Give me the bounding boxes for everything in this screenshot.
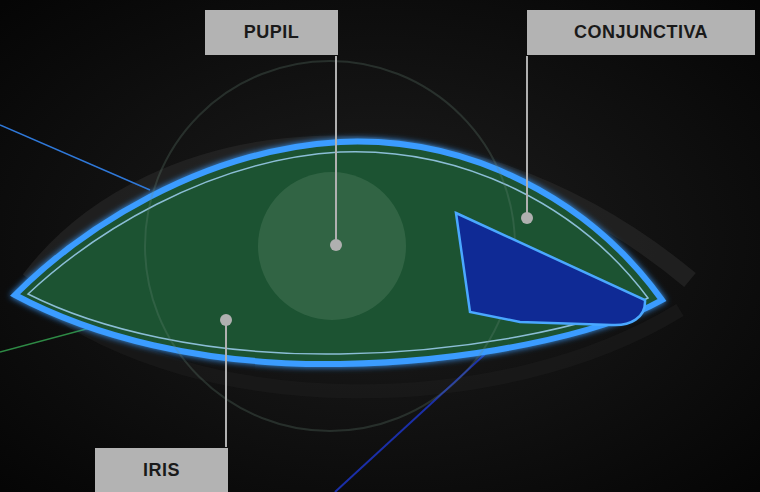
leader-line <box>526 56 528 213</box>
leader-dot <box>521 212 533 224</box>
label-box: IRIS <box>95 448 228 492</box>
outline-line <box>0 125 150 190</box>
label-box: PUPIL <box>205 10 338 55</box>
label-box: CONJUNCTIVA <box>527 10 755 55</box>
part-name: PUPIL <box>244 22 300 43</box>
eye-inner-rim <box>28 152 648 354</box>
leader-line <box>225 325 227 447</box>
leader-line <box>335 56 337 240</box>
part-name: CONJUNCTIVA <box>574 22 708 43</box>
eye-outline <box>15 142 662 364</box>
pupil-circle <box>258 172 406 320</box>
leader-dot <box>330 239 342 251</box>
conjunctiva-region <box>456 213 645 325</box>
leader-dot <box>220 314 232 326</box>
part-name: IRIS <box>143 460 180 481</box>
